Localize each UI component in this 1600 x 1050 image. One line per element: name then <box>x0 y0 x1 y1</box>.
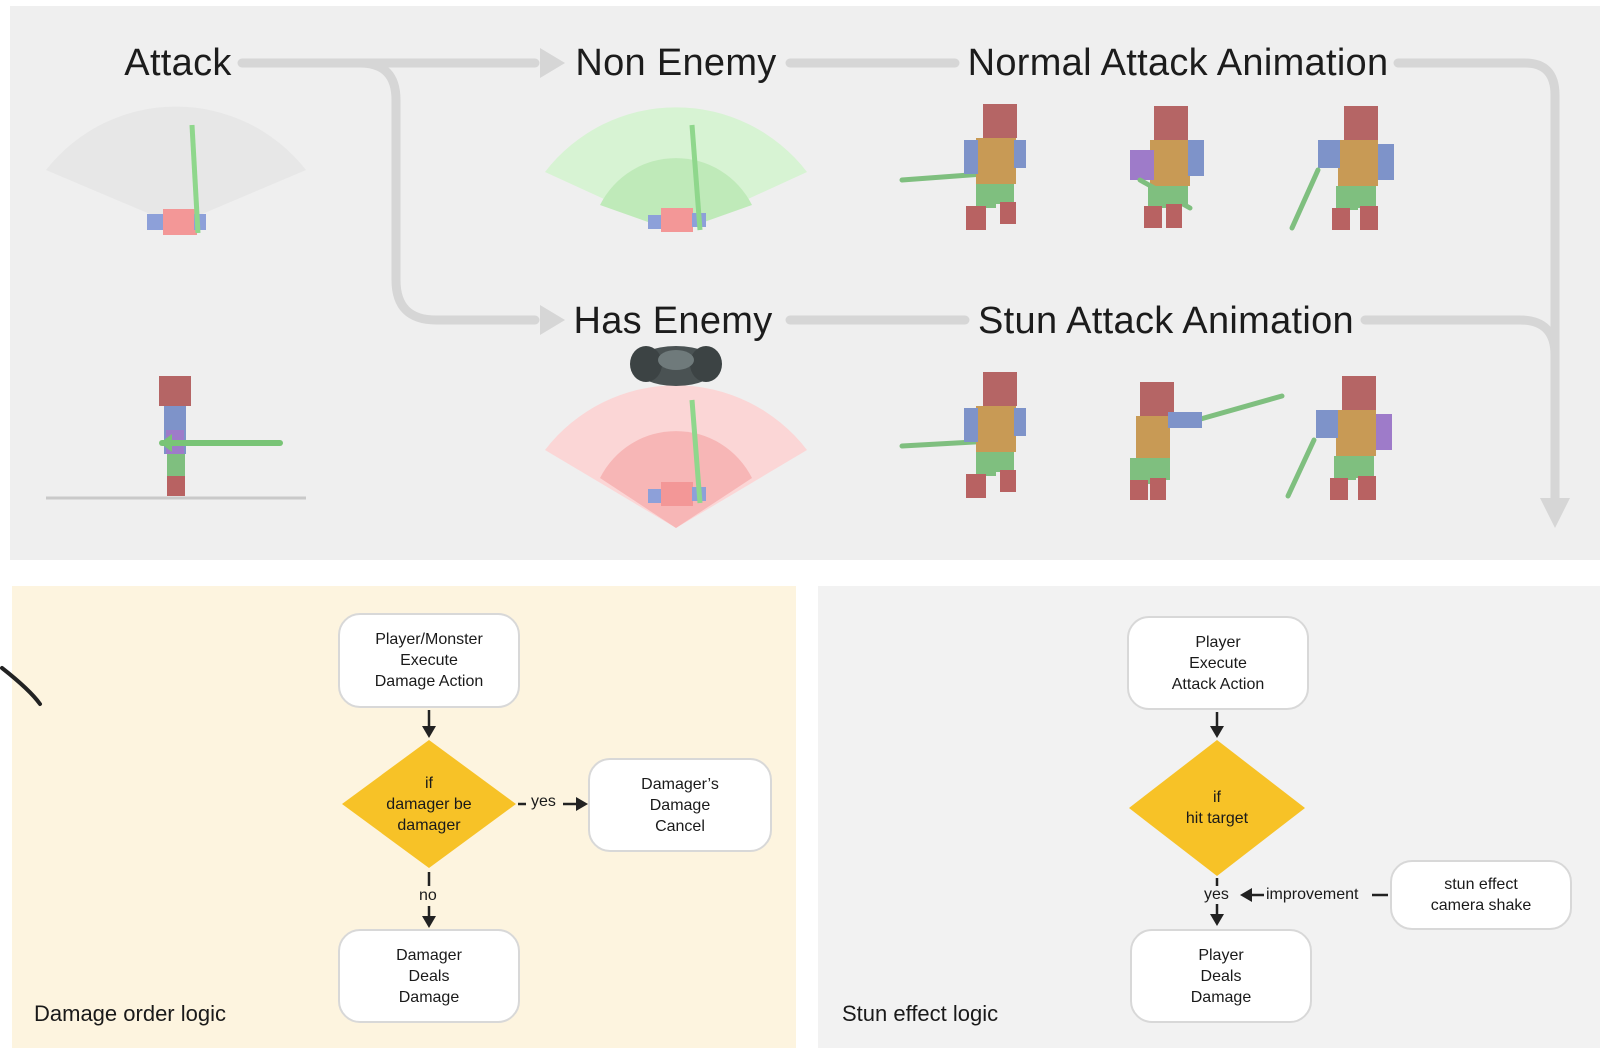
heading-attack: Attack <box>124 42 232 84</box>
normal-attack-pose-3-icon <box>1289 106 1394 231</box>
normal-attack-pose-1-icon <box>899 104 1026 230</box>
heading-stun-attack-animation: Stun Attack Animation <box>978 300 1354 342</box>
stun-start-node: Player Execute Attack Action <box>1127 616 1309 710</box>
heading-has-enemy: Has Enemy <box>573 300 773 342</box>
has-enemy-cone-icon <box>545 385 807 528</box>
attack-flow-arrows <box>237 48 1570 528</box>
stun-camera-shake-node: stun effect camera shake <box>1390 860 1572 930</box>
damage-cancel-node: Damager’s Damage Cancel <box>588 758 772 852</box>
stun-yes-label: yes <box>1204 886 1229 903</box>
damage-no-label: no <box>419 887 437 904</box>
stun-decision-label: if hit target <box>1185 789 1249 827</box>
attack-illustrations <box>46 104 1394 528</box>
stun-attack-pose-3-icon <box>1285 376 1392 500</box>
damage-start-node: Player/Monster Execute Damage Action <box>338 613 520 708</box>
damager-deals-damage-node: Damager Deals Damage <box>338 929 520 1023</box>
attack-range-cone-icon <box>46 106 306 235</box>
damage-decision-label: if damager be damager <box>386 774 472 834</box>
stun-attack-pose-1-icon <box>899 372 1026 498</box>
improvement-label: improvement <box>1266 886 1359 903</box>
damage-yes-label: yes <box>531 793 556 810</box>
stun-effect-caption: Stun effect logic <box>842 1001 999 1026</box>
monster-icon <box>630 346 722 386</box>
non-enemy-cone-icon <box>545 107 807 232</box>
heading-normal-attack-animation: Normal Attack Animation <box>967 42 1389 84</box>
damage-order-caption: Damage order logic <box>34 1001 226 1026</box>
attack-side-view-icon <box>46 376 306 500</box>
heading-non-enemy: Non Enemy <box>575 42 777 84</box>
player-deals-damage-node: Player Deals Damage <box>1130 929 1312 1023</box>
normal-attack-pose-2-icon <box>1130 106 1204 228</box>
stun-attack-pose-2-icon <box>1130 382 1285 500</box>
